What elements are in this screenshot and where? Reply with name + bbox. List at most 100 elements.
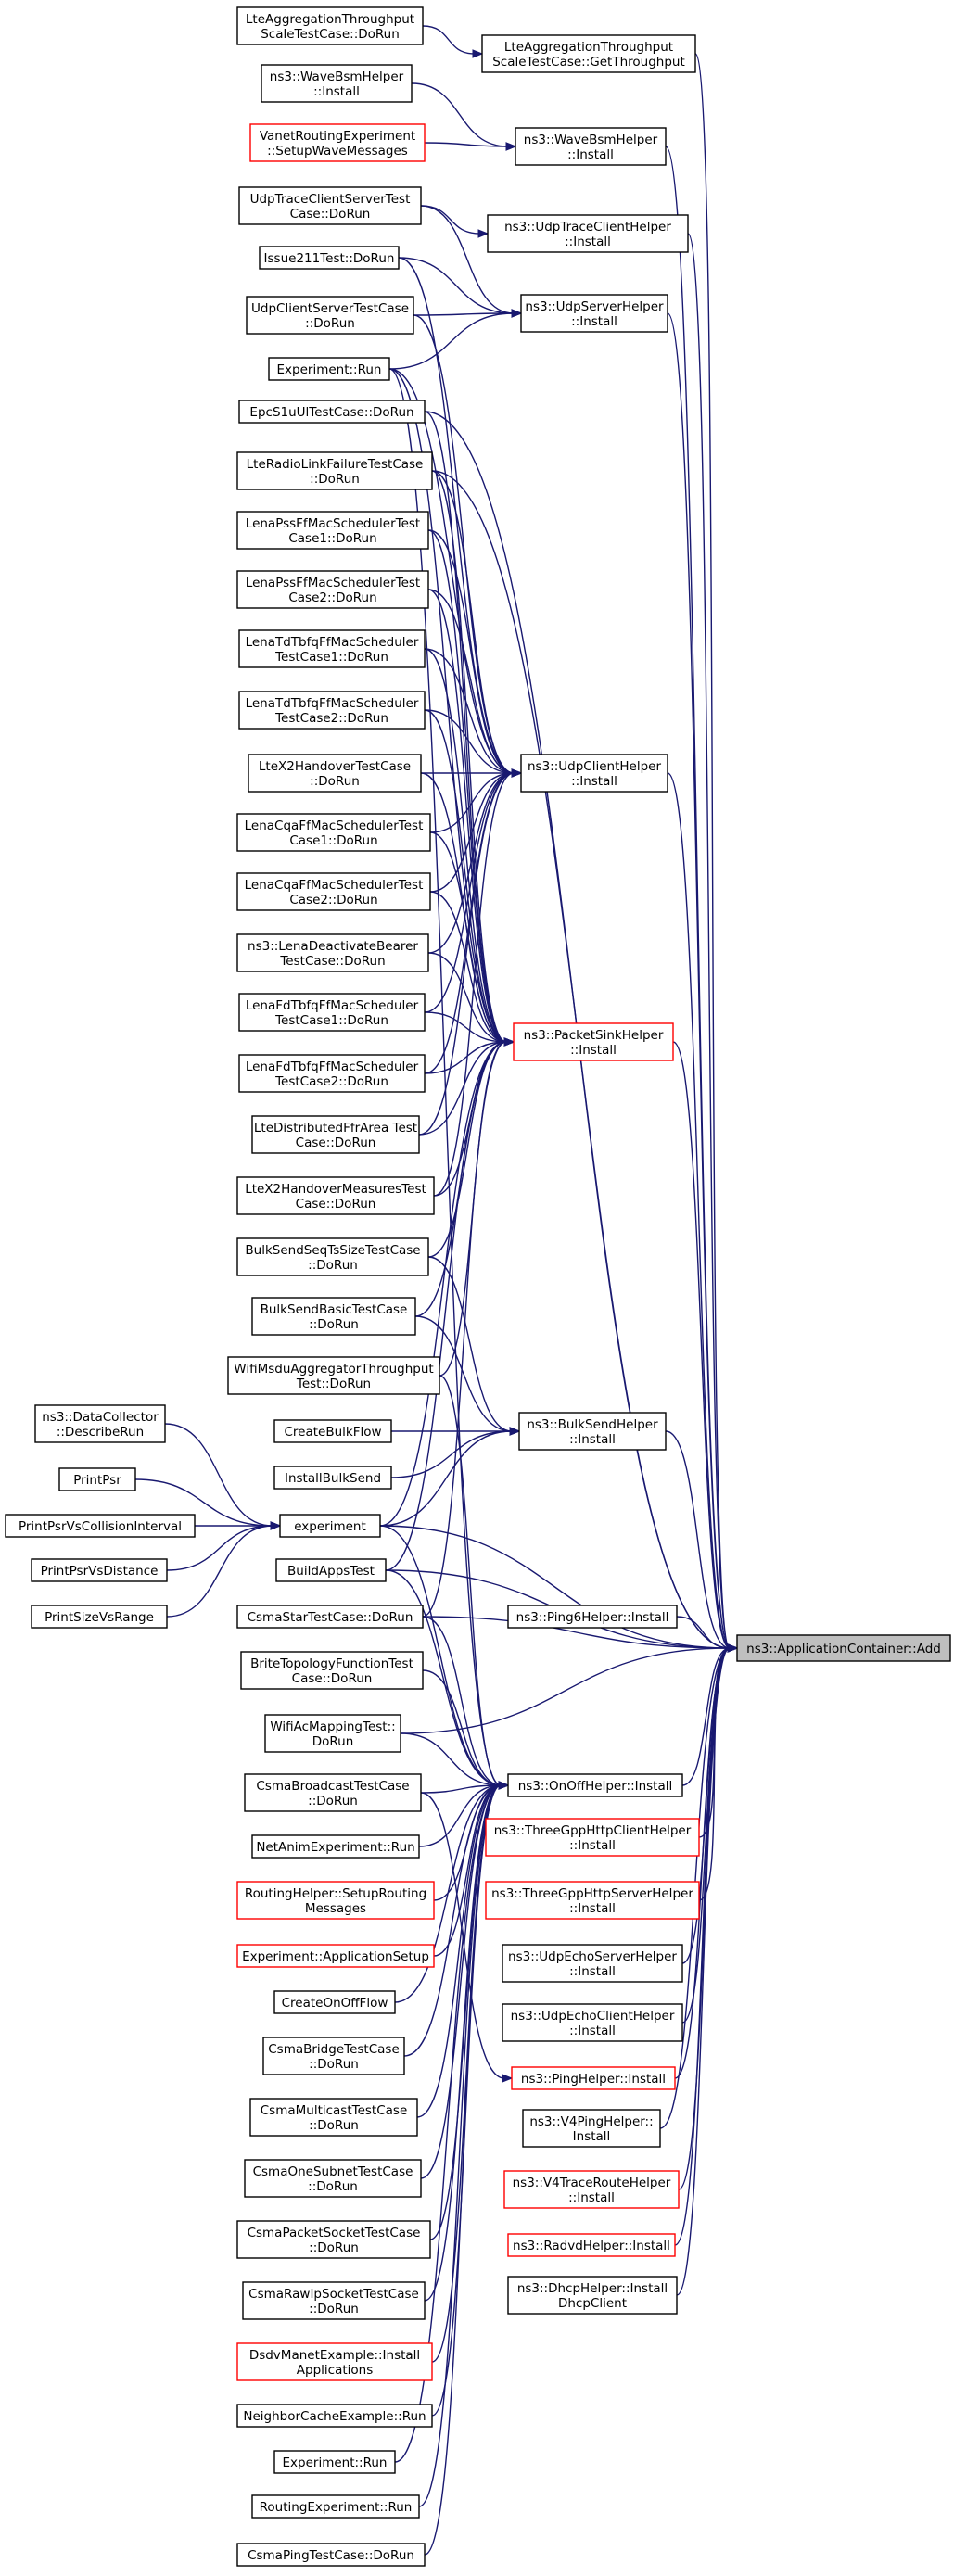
node-threegppclient[interactable]: ns3::ThreeGppHttpClientHelper::Install	[485, 1818, 700, 1857]
node-printsizerange[interactable]: PrintSizeVsRange	[31, 1605, 168, 1629]
node-wifiacmapping[interactable]: WifiAcMappingTest::DoRun	[264, 1714, 401, 1753]
node-epcs1u[interactable]: EpcS1uUlTestCase::DoRun	[238, 400, 426, 424]
edge-line	[164, 1423, 273, 1527]
node-udpclienthelper[interactable]: ns3::UdpClientHelper::Install	[520, 754, 668, 793]
edge-udpserverhelper-to-root	[667, 312, 739, 1653]
node-label: ::Install	[570, 1043, 617, 1058]
node-label: ns3::UdpTraceClientHelper	[504, 220, 671, 235]
edge-arrowhead	[502, 2074, 514, 2083]
node-issue211[interactable]: Issue211Test::DoRun	[259, 246, 400, 270]
node-wavebsm1[interactable]: ns3::WaveBsmHelper::Install	[261, 64, 413, 103]
node-exprun2[interactable]: Experiment::Run	[273, 2450, 396, 2474]
node-box	[238, 993, 426, 1032]
node-wavebsm2[interactable]: ns3::WaveBsmHelper::Install	[515, 127, 667, 166]
node-expappsetup[interactable]: Experiment::ApplicationSetup	[236, 1944, 435, 1968]
node-experiment[interactable]: experiment	[279, 1514, 381, 1538]
node-datacollector[interactable]: ns3::DataCollector::DescribeRun	[34, 1404, 166, 1443]
node-lterlf[interactable]: LteRadioLinkFailureTestCase::DoRun	[236, 451, 433, 490]
node-onoffhelper[interactable]: ns3::OnOffHelper::Install	[507, 1773, 683, 1797]
edge-udptracetest-to-udptracehelper	[420, 205, 490, 238]
node-ltescalerun[interactable]: LteAggregationThroughputScaleTestCase::D…	[236, 6, 424, 45]
node-installbulksend[interactable]: InstallBulkSend	[273, 1466, 392, 1490]
node-createonoffflow[interactable]: CreateOnOffFlow	[273, 1990, 396, 2014]
node-bulkbasic[interactable]: BulkSendBasicTestCase::DoRun	[251, 1297, 416, 1336]
node-v4traceroute[interactable]: ns3::V4TraceRouteHelper::Install	[503, 2170, 680, 2209]
node-root[interactable]: ns3::ApplicationContainer::Add	[736, 1634, 951, 1662]
node-packetsinkhelper[interactable]: ns3::PacketSinkHelper::Install	[513, 1022, 674, 1061]
node-buildappstest[interactable]: BuildAppsTest	[275, 1558, 387, 1582]
node-csmaping[interactable]: CsmaPingTestCase::DoRun	[236, 2543, 426, 2567]
node-createbulkflow[interactable]: CreateBulkFlow	[273, 1419, 392, 1443]
node-label: LteAggregationThroughput	[504, 40, 673, 55]
node-exprun1[interactable]: Experiment::Run	[268, 357, 390, 381]
node-csmastar[interactable]: CsmaStarTestCase::DoRun	[236, 1605, 424, 1629]
node-udpserverhelper[interactable]: ns3::UdpServerHelper::Install	[520, 294, 668, 333]
edge-arrowhead	[503, 1037, 515, 1047]
node-label: LenaFdTbfqFfMacScheduler	[246, 1060, 419, 1074]
node-printpsrcollision[interactable]: PrintPsrVsCollisionInterval	[5, 1514, 196, 1538]
node-v4ping[interactable]: ns3::V4PingHelper::Install	[522, 2109, 661, 2148]
node-radvd[interactable]: ns3::RadvdHelper::Install	[507, 2233, 676, 2257]
node-csmamulticast[interactable]: CsmaMulticastTestCase::DoRun	[249, 2098, 418, 2137]
node-bulkseqts[interactable]: BulkSendSeqTsSizeTestCase::DoRun	[236, 1237, 429, 1276]
node-csmaonesubnet[interactable]: CsmaOneSubnetTestCase::DoRun	[244, 2159, 422, 2198]
node-box	[244, 1773, 422, 1812]
node-bulksendhelper[interactable]: ns3::BulkSendHelper::Install	[518, 1412, 667, 1451]
node-neighborcache[interactable]: NeighborCacheExample::Run	[236, 2404, 433, 2428]
node-csmarawip[interactable]: CsmaRawIpSocketTestCase::DoRun	[242, 2281, 426, 2320]
node-box	[520, 754, 668, 793]
node-threegppserver[interactable]: ns3::ThreeGppHttpServerHelper::Install	[485, 1881, 700, 1920]
node-printpsr[interactable]: PrintPsr	[58, 1467, 136, 1491]
edge-line	[422, 1616, 731, 1649]
node-box	[227, 1356, 440, 1395]
node-udpclientservertest[interactable]: UdpClientServerTestCase::DoRun	[246, 296, 414, 335]
edge-line	[414, 1315, 513, 1432]
node-label: VanetRoutingExperiment	[260, 129, 415, 144]
node-routingexp[interactable]: RoutingExperiment::Run	[251, 2494, 420, 2519]
node-udptracehelper[interactable]: ns3::UdpTraceClientHelper::Install	[487, 214, 689, 253]
node-pinghelper[interactable]: ns3::PingHelper::Install	[511, 2066, 676, 2090]
edge-line	[429, 891, 507, 1043]
edge-line	[420, 1792, 505, 2079]
node-box	[240, 1651, 424, 1690]
node-label: Experiment::ApplicationSetup	[242, 1949, 429, 1964]
node-ltex2handover[interactable]: LteX2HandoverTestCase::DoRun	[248, 754, 422, 793]
node-label: Applications	[297, 2363, 373, 2378]
node-csmabroadcast[interactable]: CsmaBroadcastTestCase::DoRun	[244, 1773, 422, 1812]
node-ltedistffr[interactable]: LteDistributedFfrArea TestCase::DoRun	[251, 1115, 420, 1154]
node-label: CsmaBroadcastTestCase	[256, 1779, 409, 1794]
edge-line	[431, 470, 507, 1043]
edge-issue211-to-udpserverhelper	[398, 257, 523, 318]
node-csmabridge[interactable]: CsmaBridgeTestCase::DoRun	[262, 2037, 405, 2075]
node-csmapacketsocket[interactable]: CsmaPacketSocketTestCase::DoRun	[236, 2220, 431, 2259]
node-udpechoclient[interactable]: ns3::UdpEchoClientHelper::Install	[502, 2003, 683, 2042]
node-label: ::Install	[313, 84, 360, 99]
node-label: ns3::DataCollector	[42, 1410, 159, 1425]
node-netanim[interactable]: NetAnimExperiment::Run	[251, 1834, 420, 1859]
edge-line	[166, 1525, 273, 1571]
edge-wavebsm2-to-root	[665, 146, 739, 1653]
node-label: ::DoRun	[309, 2240, 359, 2255]
node-ping6helper[interactable]: ns3::Ping6Helper::Install	[507, 1605, 678, 1629]
node-udpechoserver[interactable]: ns3::UdpEchoServerHelper::Install	[502, 1944, 683, 1983]
node-printpsrdistance[interactable]: PrintPsrVsDistance	[31, 1558, 168, 1582]
node-vanet[interactable]: VanetRoutingExperiment::SetupWaveMessage…	[249, 123, 426, 162]
node-label: LenaCqaFfMacSchedulerTest	[245, 818, 424, 833]
node-ltescaleget[interactable]: LteAggregationThroughputScaleTestCase::G…	[481, 34, 696, 73]
